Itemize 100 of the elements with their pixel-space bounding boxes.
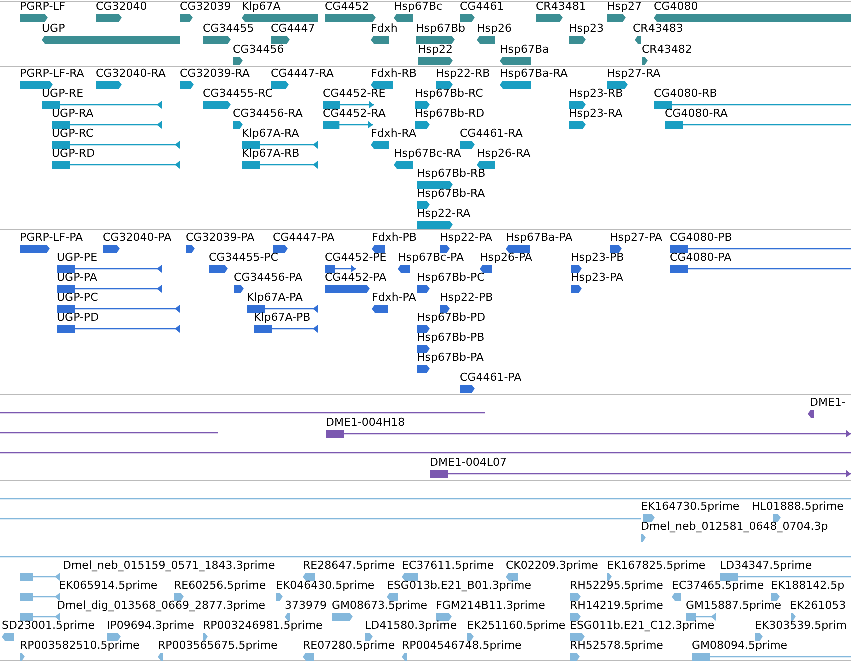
feature-label: UGP-RA [52,107,94,120]
feature-label: Hsp67Bb-PC [417,271,485,284]
feature-label: UGP-PA [57,271,98,284]
feature-label: UGP [42,22,66,35]
feature-label: Hsp67Bb-PB [417,331,485,344]
feature-label: Fdxh-RA [371,127,416,140]
feature-label: EK164730.5prime [641,500,740,513]
feature-label: Hsp22 [418,43,453,56]
feature-label: RP003565675.5prime [158,639,278,652]
feature-label: 373979 [285,599,327,612]
feature-label: Dmel_dig_013568_0669_2877.3prime [57,599,266,612]
feature-label: UGP-PC [57,291,98,304]
feature-label: EK303539.5prim [755,619,847,632]
feature-label: EC37611.5prime [402,559,494,572]
feature-label: RE60256.5prime [174,579,266,592]
feature-label: Klp67A-PA [247,291,303,304]
feature-label: Hsp67Bb-RD [415,107,485,120]
feature-label: CR43482 [642,43,692,56]
feature-label: CG4080-RA [665,107,728,120]
feature-label: CG4452-PE [325,251,387,264]
feature-label: RH52295.5prime [570,579,664,592]
feature-label: CG4080-PA [670,251,732,264]
feature-label: EC37465.5prime [672,579,764,592]
feature-label: RP003246981.5prime [203,619,323,632]
feature-label: CG34456-PA [234,271,303,284]
feature-label: CG34456-RA [233,107,303,120]
feature-label: Hsp27-RA [607,67,661,80]
feature-label: Hsp23-RA [569,107,623,120]
feature-label: PGRP-LF-PA [20,231,84,244]
feature-label: CG4080-RB [654,87,718,100]
feature-label: CG32039 [180,0,232,13]
feature-label: Hsp22-RB [436,67,490,80]
feature-label: CR43483 [633,22,684,35]
feature-label: Hsp22-PB [440,291,494,304]
feature-label: CG4080-PB [670,231,732,244]
feature-label: EK046430.5prime [276,579,375,592]
feature-label: CG4452-PA [325,271,387,284]
feature-label: Hsp67Bc-RA [394,147,462,160]
feature-label: Klp67A-PB [254,311,311,324]
feature-label: GM08673.5prime [332,599,428,612]
feature-label: CG32039-RA [180,67,250,80]
feature-label: CK02209.3prime [506,559,598,572]
feature-label: Hsp67Bc [394,0,443,13]
feature-label: CG34455-RC [203,87,273,100]
feature-label: Klp67A-RA [242,127,300,140]
feature-label: CR43481 [536,0,586,13]
feature-label: Hsp67Ba-RA [500,67,568,80]
feature-label: CG4461-PA [460,371,522,384]
feature-label: CG4080 [654,0,698,13]
feature-label: CG34456 [233,43,284,56]
feature-label: CG34455 [203,22,254,35]
feature-label: CG34455-PC [209,251,278,264]
feature-label: Dmel_neb_015159_0571_1843.3prime [63,559,276,572]
feature-label: GM08094.5prime [692,639,788,652]
feature-label: UGP-RC [52,127,94,140]
feature-label: RP003582510.5prime [20,639,140,652]
feature-label: PGRP-LF [20,0,66,13]
feature-label: Hsp67Bb-RA [417,187,486,200]
feature-label: Hsp26-PA [480,251,532,264]
feature-label: Hsp67Ba-PA [506,231,573,244]
feature-label: CG4447-PA [273,231,335,244]
feature-label: GM15887.5prime [686,599,782,612]
feature-label: LD41580.3prime [365,619,458,632]
feature-label: HL01888.5prime [752,500,844,513]
feature-label: RH52578.5prime [570,639,664,652]
feature-label: FGM214B11.3prime [436,599,546,612]
feature-label: RE28647.5prime [303,559,396,572]
feature-label: Hsp23 [569,22,604,35]
feature-label: Fdxh-PA [372,291,416,304]
feature-label: EK261053 [790,599,846,612]
feature-label: PGRP-LF-RA [20,67,84,80]
feature-label: CG32039-PA [186,231,255,244]
feature-label: Hsp67Bb-RB [417,167,486,180]
feature-label: Hsp23-RB [569,87,624,100]
feature-label: DME1-004H18 [326,416,406,429]
feature-label: UGP-RD [52,147,96,160]
feature-label: IP09694.3prime [107,619,194,632]
feature-label: Hsp22-PA [440,231,492,244]
feature-label: CG4452-RE [323,87,386,100]
feature-label: EK065914.5prime [59,579,158,592]
feature-label: Hsp27-PA [610,231,662,244]
feature-label: CG4447 [271,22,316,35]
feature-label: DME1-004L07 [430,456,507,469]
feature-label: CG32040-PA [103,231,172,244]
feature-label: CG4452 [325,0,370,13]
feature-label: Hsp67Bb-RC [415,87,484,100]
feature-label: RP004546748.5prime [402,639,522,652]
feature-label: RH14219.5prime [570,599,664,612]
feature-label: Dmel_neb_012581_0648_0704.3p [641,520,828,533]
feature-label: CG4461-RA [460,127,523,140]
feature-label: Fdxh-PB [372,231,417,244]
feature-label: ESG013b.E21_B01.3prime [387,579,532,592]
feature-label: CG32040-RA [96,67,166,80]
feature-label: EK188142.5p [771,579,845,592]
feature-label: EK251160.5prime [467,619,566,632]
feature-label: UGP-RE [42,87,84,100]
feature-label: ESG011b.E21_C12.3prime [570,619,715,632]
feature-label: UGP-PE [57,251,98,264]
feature-label: Klp67A [242,0,281,13]
feature-label: Fdxh-RB [371,67,417,80]
